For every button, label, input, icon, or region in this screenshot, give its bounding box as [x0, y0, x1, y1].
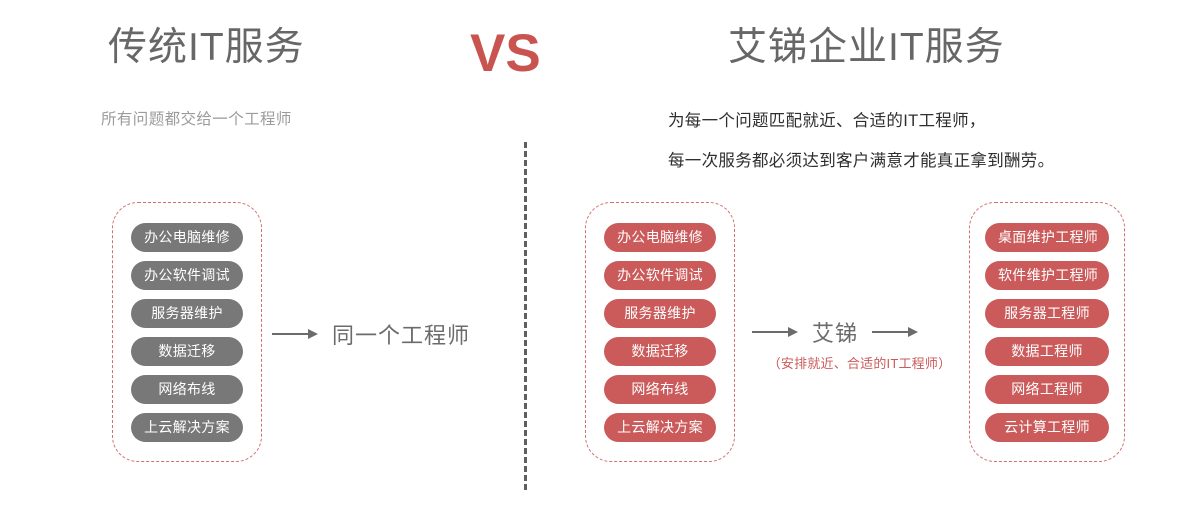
engineer-pill: 云计算工程师 [985, 412, 1109, 442]
vertical-dashed-divider [524, 142, 527, 490]
right-panel-description-line-2: 每一次服务都必须达到客户满意才能真正拿到酬劳。 [668, 152, 1055, 170]
right-panel-description-line-1: 为每一个问题匹配就近、合适的IT工程师， [668, 112, 986, 130]
aiti-flow-label: 艾锑 [812, 321, 859, 346]
service-pill: 办公软件调试 [604, 260, 716, 290]
service-pill: 上云解决方案 [131, 412, 243, 442]
aiti-flow-note: （安排就近、合适的IT工程师） [767, 356, 952, 371]
engineer-pill: 桌面维护工程师 [985, 222, 1109, 252]
left-panel-subtitle: 所有问题都交给一个工程师 [101, 111, 292, 128]
service-pill: 办公电脑维修 [131, 222, 243, 252]
service-pill: 服务器维护 [604, 298, 716, 328]
service-pill: 上云解决方案 [604, 412, 716, 442]
service-pill: 网络布线 [604, 374, 716, 404]
left-panel-heading: 传统IT服务 [108, 26, 305, 69]
service-pill: 网络布线 [131, 374, 243, 404]
arrow-right-icon [272, 328, 318, 340]
engineer-pill: 软件维护工程师 [985, 260, 1109, 290]
service-pill: 办公电脑维修 [604, 222, 716, 252]
traditional-services-group: 办公电脑维修 办公软件调试 服务器维护 数据迁移 网络布线 上云解决方案 [112, 202, 262, 462]
arrow-right-icon [872, 326, 919, 338]
right-panel-heading: 艾锑企业IT服务 [728, 26, 1005, 69]
arrow-right-icon [752, 326, 798, 338]
service-pill: 办公软件调试 [131, 260, 243, 290]
aiti-flow: 艾锑 [752, 316, 919, 348]
aiti-services-group: 办公电脑维修 办公软件调试 服务器维护 数据迁移 网络布线 上云解决方案 [585, 202, 735, 462]
engineer-pill: 网络工程师 [985, 374, 1109, 404]
vs-label: VS [470, 24, 541, 83]
traditional-flow-label: 同一个工程师 [332, 323, 471, 348]
right-panel-description: 为每一个问题匹配就近、合适的IT工程师， 每一次服务都必须达到客户满意才能真正拿… [668, 101, 1054, 181]
engineer-pill: 数据工程师 [985, 336, 1109, 366]
service-pill: 数据迁移 [604, 336, 716, 366]
engineers-group: 桌面维护工程师 软件维护工程师 服务器工程师 数据工程师 网络工程师 云计算工程… [969, 202, 1125, 462]
service-pill: 服务器维护 [131, 298, 243, 328]
engineer-pill: 服务器工程师 [985, 298, 1109, 328]
service-pill: 数据迁移 [131, 336, 243, 366]
traditional-flow: 同一个工程师 [272, 318, 470, 350]
